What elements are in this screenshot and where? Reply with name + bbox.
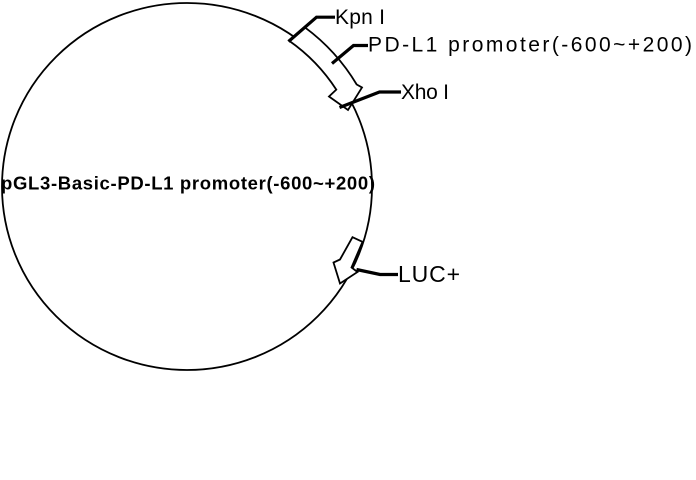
luc-label: LUC+	[398, 261, 460, 287]
promoter-label: PD-L1 promoter(-600~+200)	[368, 34, 692, 57]
promoter-leader-line	[330, 43, 368, 65]
luc-direction-arrow	[332, 236, 364, 285]
xho-site-label: Xho I	[401, 81, 449, 104]
kpn-leader-line	[287, 15, 335, 43]
promoter-insert-arrow	[287, 26, 364, 112]
xho-leader-line	[338, 90, 401, 109]
kpn-site-label: Kpn I	[335, 6, 385, 29]
plasmid-name-label: pGL3-Basic-PD-L1 promoter(-600~+200)	[1, 173, 375, 194]
luc-leader-line	[356, 267, 398, 277]
plasmid-backbone-circle	[1, 2, 373, 371]
